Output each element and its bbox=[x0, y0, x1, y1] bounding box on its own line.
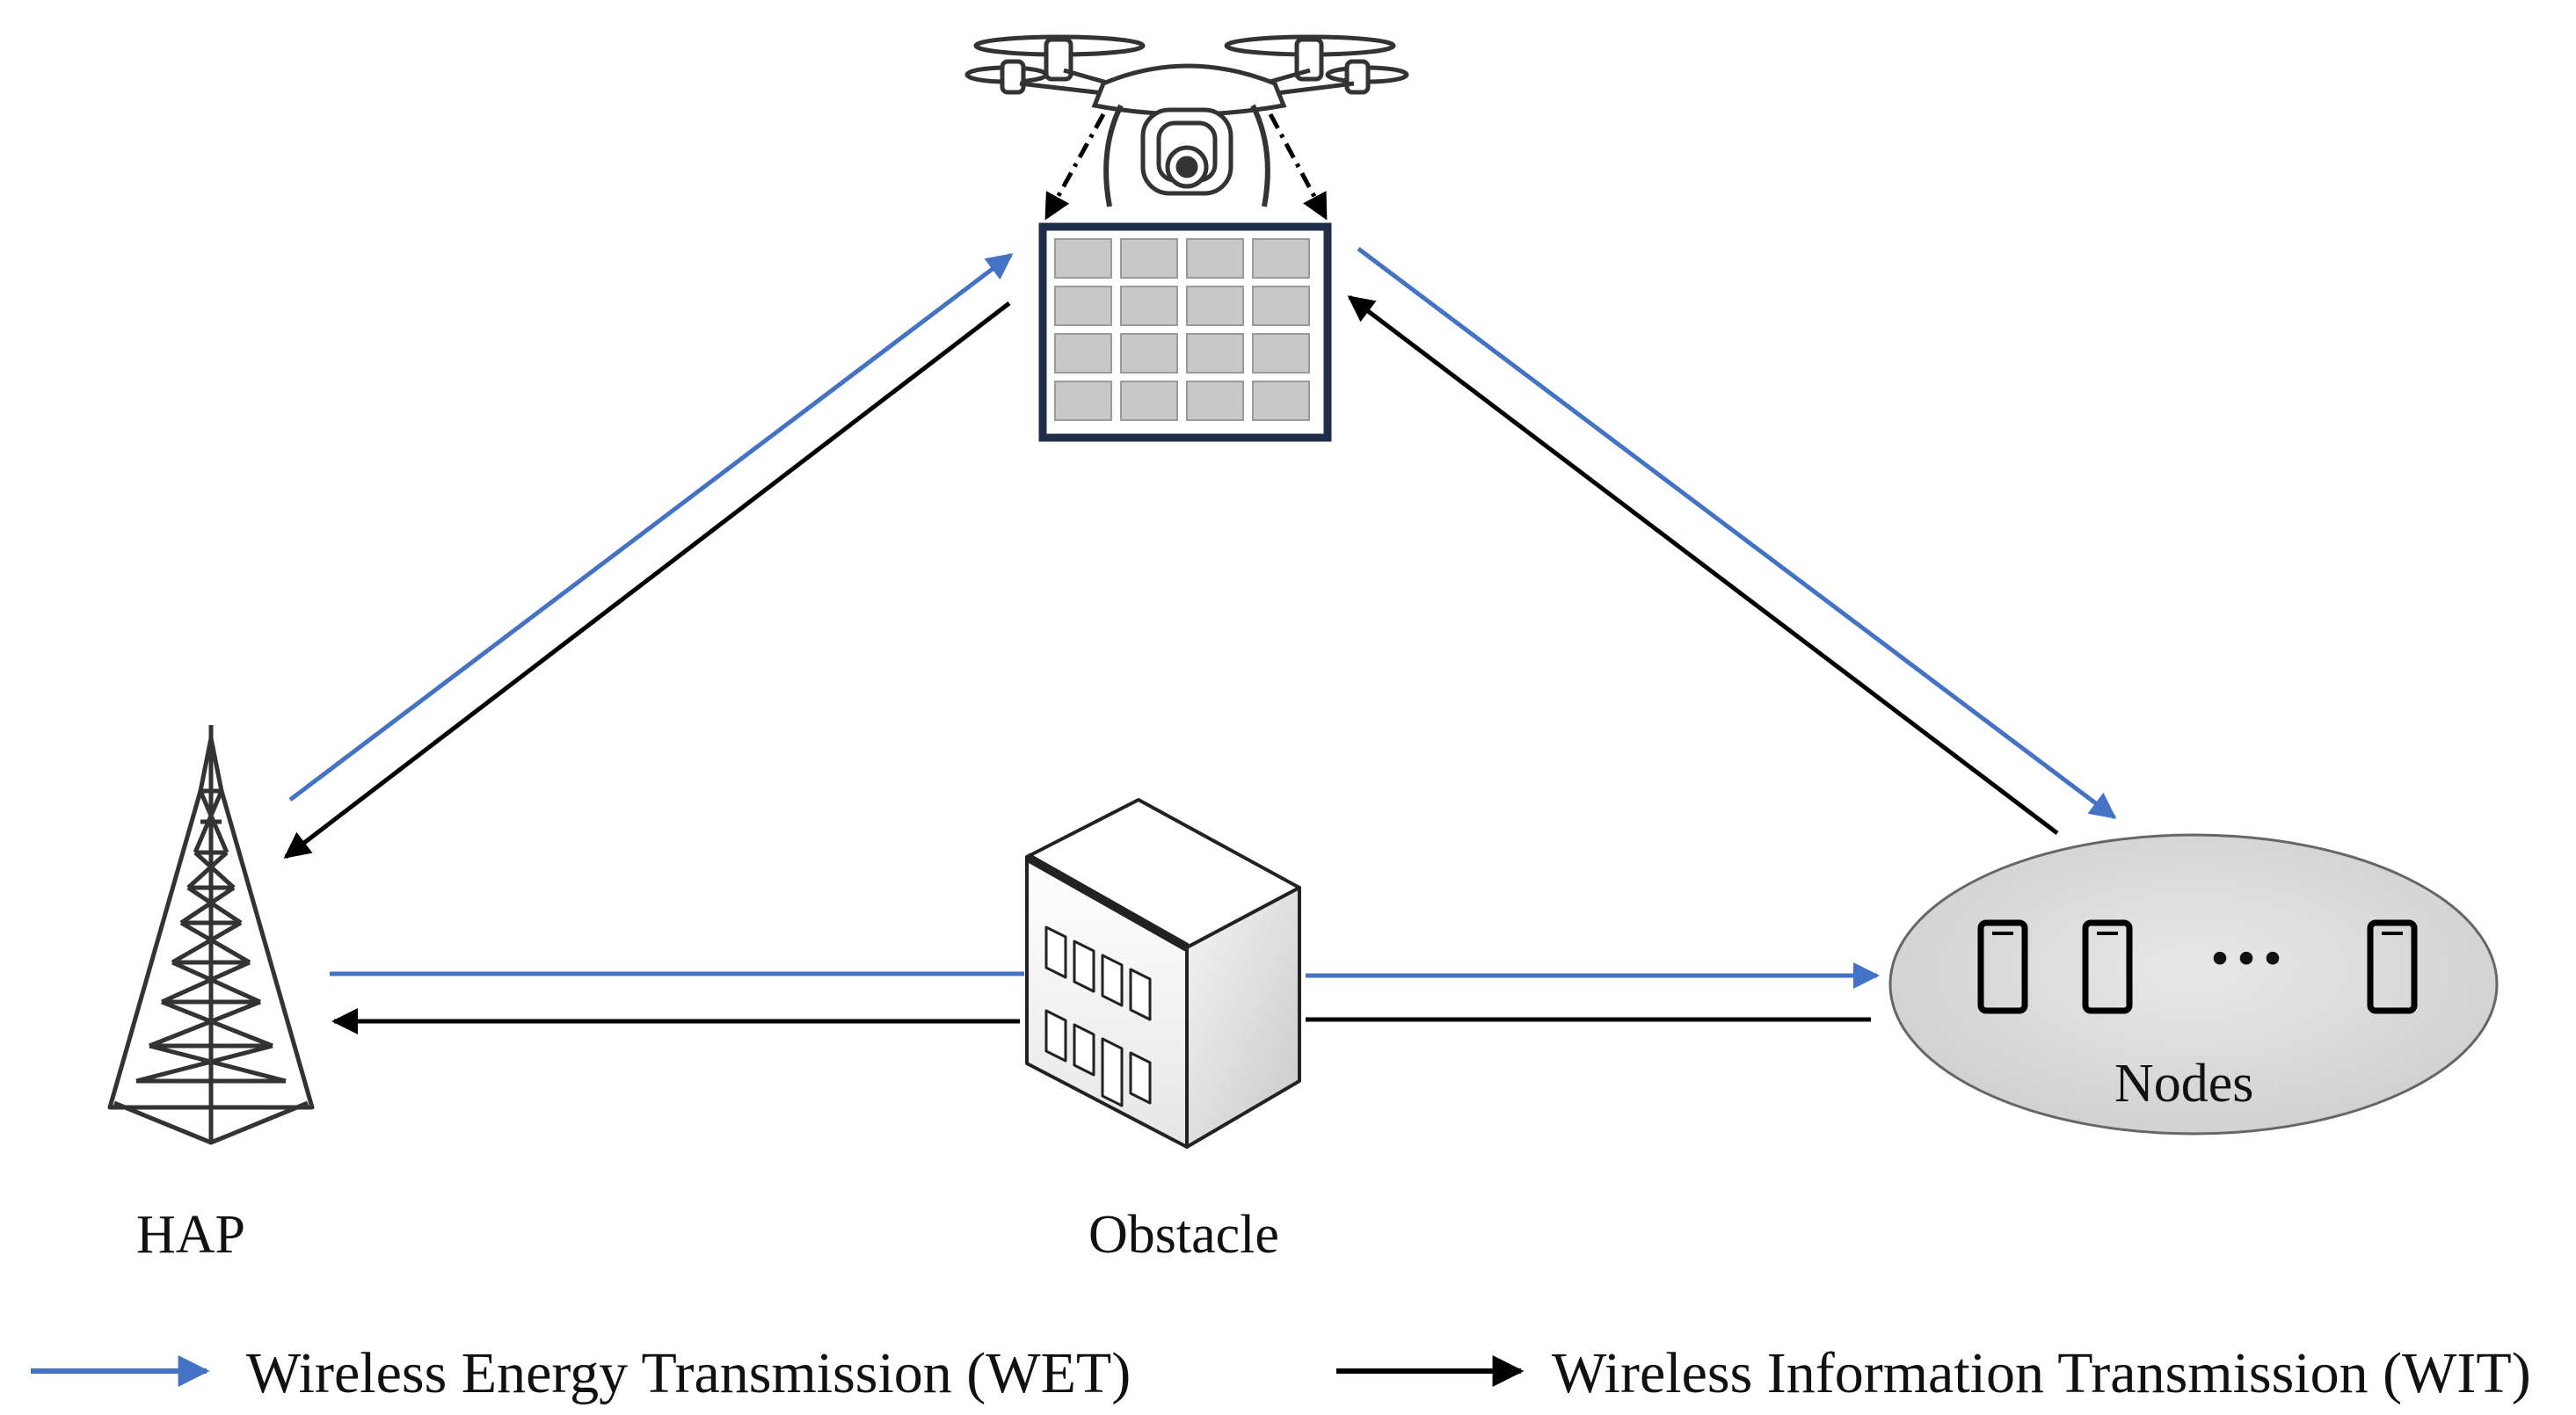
hap-label: HAP bbox=[136, 1205, 246, 1265]
legend-wit-label: Wireless Information Transmission (WIT) bbox=[1552, 1341, 2531, 1405]
building-icon bbox=[1024, 798, 1301, 1149]
nodes-cloud bbox=[1888, 833, 2499, 1136]
hap-nodes-wet-arrow bbox=[330, 962, 1880, 989]
nodes-to-ris-wit-arrow bbox=[1347, 295, 2059, 835]
phone-icon bbox=[2367, 919, 2418, 1014]
nodes-hap-wit-arrow bbox=[331, 1008, 1871, 1034]
phone-icon bbox=[2082, 919, 2133, 1014]
ris-to-nodes-wet-arrow bbox=[1357, 247, 2117, 819]
ris-cells bbox=[1054, 238, 1310, 421]
nodes-label: Nodes bbox=[2114, 1054, 2254, 1114]
ris-panel-icon bbox=[1038, 222, 1332, 442]
drone-ris-links bbox=[1044, 112, 1328, 221]
hap-to-ris-wet-arrow bbox=[288, 253, 1014, 802]
tower-icon bbox=[107, 725, 315, 1145]
phone-icon bbox=[1977, 919, 2028, 1014]
legend-wet-label: Wireless Energy Transmission (WET) bbox=[246, 1341, 1132, 1405]
nodes-ellipsis: ··· bbox=[2207, 915, 2286, 1002]
drone-icon bbox=[964, 34, 1409, 207]
ris-to-hap-wit-arrow bbox=[283, 301, 1011, 859]
obstacle-label: Obstacle bbox=[1088, 1205, 1279, 1265]
phone-icons bbox=[1977, 919, 2418, 1014]
